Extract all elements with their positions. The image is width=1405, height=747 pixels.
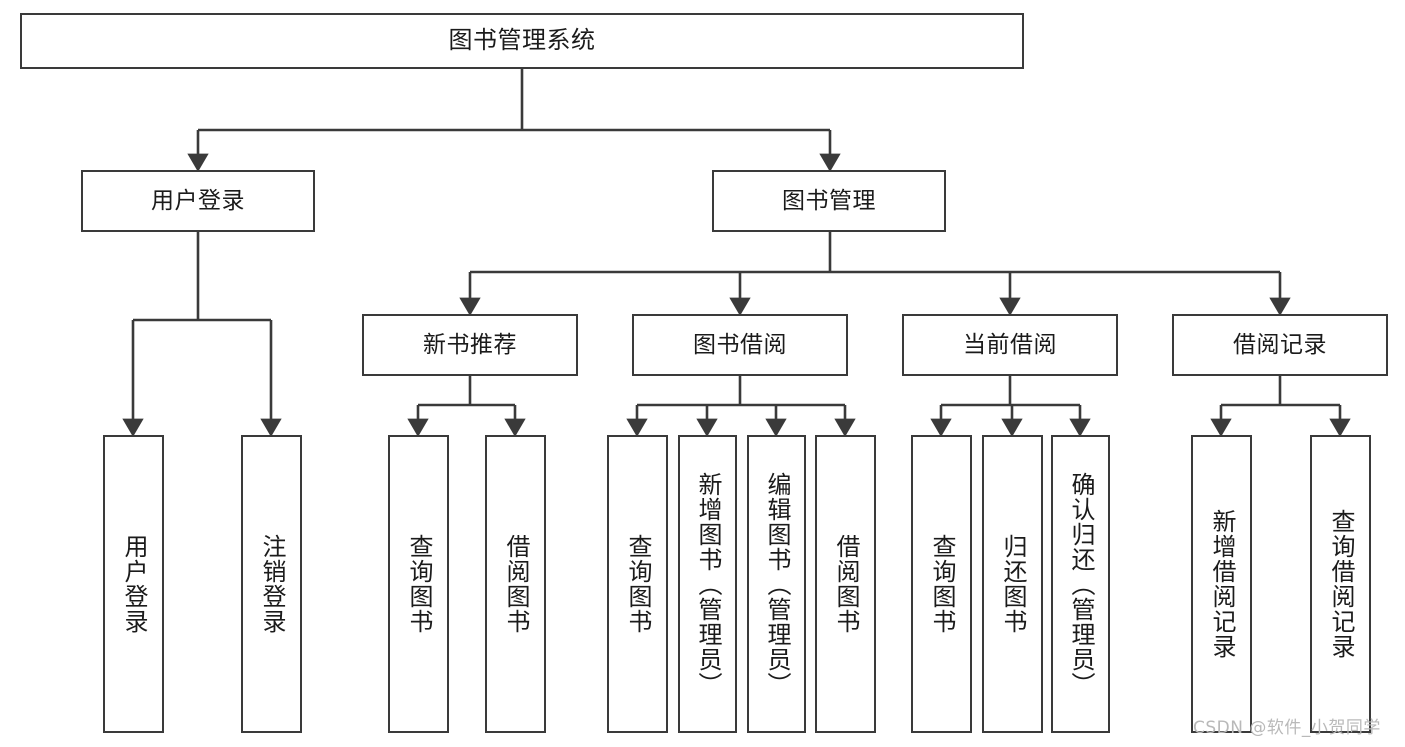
node-leaf-query-book-current[interactable]: 查询图书 xyxy=(911,435,972,733)
node-label: 查询图书 xyxy=(623,534,652,634)
node-label: 查询借阅记录 xyxy=(1326,509,1355,659)
node-label: 当前借阅 xyxy=(963,331,1057,358)
node-leaf-borrow-book-recommend[interactable]: 借阅图书 xyxy=(485,435,546,733)
node-label: 用户登录 xyxy=(119,534,148,634)
node-label: 查询图书 xyxy=(927,534,956,634)
node-label: 图书管理系统 xyxy=(448,26,596,55)
node-label: 图书管理 xyxy=(782,187,876,214)
node-leaf-edit-book[interactable]: 编辑图书（管理员） xyxy=(747,435,806,733)
node-leaf-borrow-book[interactable]: 借阅图书 xyxy=(815,435,876,733)
node-leaf-return-book[interactable]: 归还图书 xyxy=(982,435,1043,733)
node-leaf-query-book-recommend[interactable]: 查询图书 xyxy=(388,435,449,733)
node-label: 确认归还（管理员） xyxy=(1066,471,1095,697)
node-user-login[interactable]: 用户登录 xyxy=(81,170,315,232)
node-leaf-add-book[interactable]: 新增图书（管理员） xyxy=(678,435,737,733)
node-leaf-confirm-return[interactable]: 确认归还（管理员） xyxy=(1051,435,1110,733)
node-book-management[interactable]: 图书管理 xyxy=(712,170,946,232)
node-label: 归还图书 xyxy=(998,534,1027,634)
node-leaf-query-borrow-record[interactable]: 查询借阅记录 xyxy=(1310,435,1371,733)
node-leaf-query-book-borrow[interactable]: 查询图书 xyxy=(607,435,668,733)
node-borrow-record[interactable]: 借阅记录 xyxy=(1172,314,1388,376)
node-label: 借阅图书 xyxy=(831,534,860,634)
node-leaf-logout[interactable]: 注销登录 xyxy=(241,435,302,733)
node-label: 新书推荐 xyxy=(423,331,517,358)
node-current-borrow[interactable]: 当前借阅 xyxy=(902,314,1118,376)
node-label: 借阅记录 xyxy=(1233,331,1327,358)
node-new-book-recommend[interactable]: 新书推荐 xyxy=(362,314,578,376)
node-label: 图书借阅 xyxy=(693,331,787,358)
node-leaf-user-login[interactable]: 用户登录 xyxy=(103,435,164,733)
node-label: 查询图书 xyxy=(404,534,433,634)
node-label: 新增借阅记录 xyxy=(1207,509,1236,659)
node-label: 用户登录 xyxy=(151,187,245,214)
node-root-system[interactable]: 图书管理系统 xyxy=(20,13,1024,69)
node-label: 新增图书（管理员） xyxy=(693,471,722,697)
node-book-borrow[interactable]: 图书借阅 xyxy=(632,314,848,376)
node-label: 注销登录 xyxy=(257,534,286,634)
csdn-watermark: CSDN @软件_小贺同学 xyxy=(1193,718,1381,738)
node-label: 借阅图书 xyxy=(501,534,530,634)
node-label: 编辑图书（管理员） xyxy=(762,471,791,697)
node-leaf-add-borrow-record[interactable]: 新增借阅记录 xyxy=(1191,435,1252,733)
